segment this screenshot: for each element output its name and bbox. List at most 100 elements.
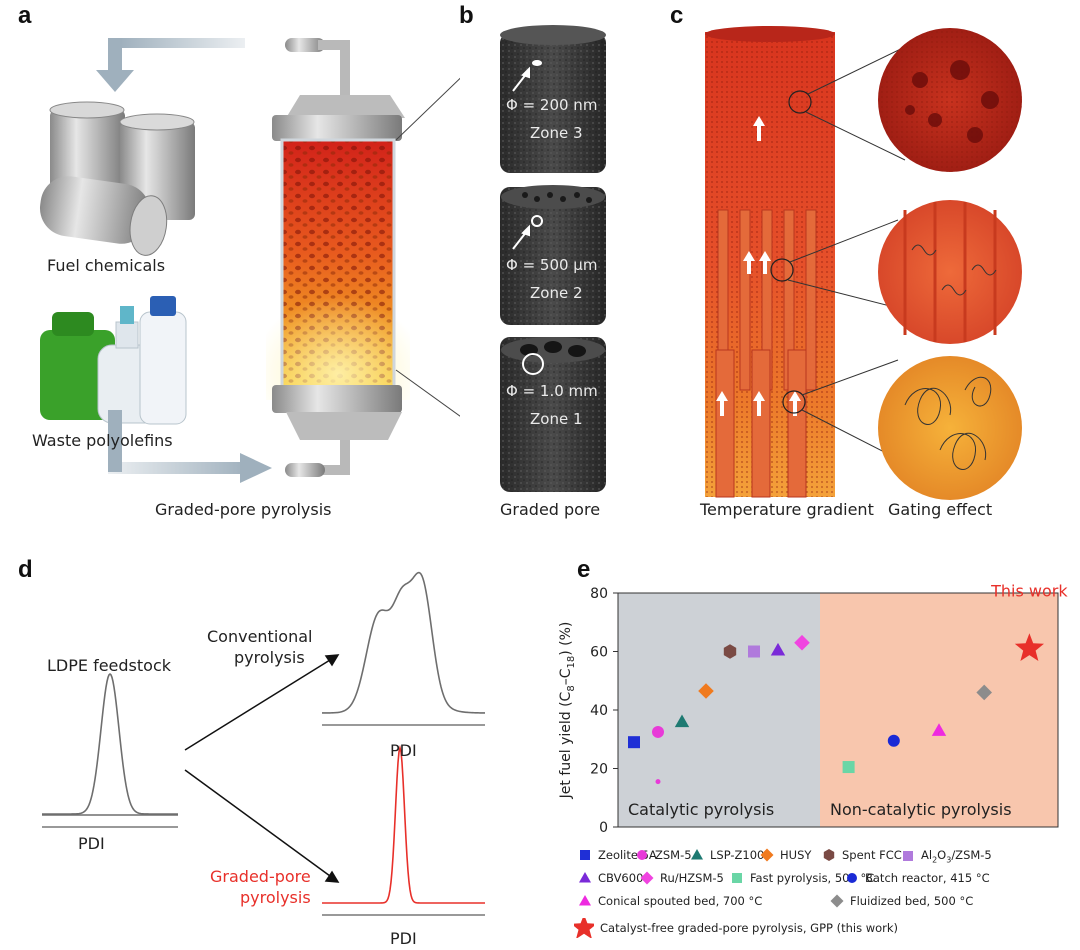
- y-tick-label-20: 20: [590, 762, 608, 778]
- legend-label: Conical spouted bed, 700 °C: [598, 894, 763, 908]
- graded-pore-caption: Graded pore: [500, 500, 601, 519]
- legend-label: Catalyst-free graded-pore pyrolysis, GPP…: [600, 921, 899, 935]
- zone2-label: Zone 2: [530, 284, 583, 302]
- graded-pore-label-2: pyrolysis: [240, 888, 311, 907]
- point-zsm-5-small: [655, 779, 661, 785]
- graded-pore-curve: [322, 744, 485, 904]
- y-tick-label-0: 0: [599, 820, 608, 836]
- point-fast-pyrolysis-500-c: [842, 761, 855, 774]
- legend-label: Fast pyrolysis, 500 °C: [750, 871, 875, 885]
- graded-pore-pyrolysis-label: Graded-pore pyrolysis: [155, 500, 332, 519]
- non-catalytic-region: [820, 593, 1058, 827]
- square-marker-icon: [732, 873, 742, 883]
- legend-item-fast-pyrolysis-500-c: Fast pyrolysis, 500 °C: [730, 871, 874, 885]
- panel-label-d: d: [18, 556, 33, 583]
- y-tick-label-60: 60: [590, 645, 608, 661]
- point-al2o3-zsm-5: [748, 645, 760, 658]
- zone1-label: Zone 1: [530, 410, 583, 428]
- panel-label-a: a: [18, 2, 32, 29]
- legend-label: Batch reactor, 415 °C: [865, 871, 990, 885]
- temperature-gradient-label: Temperature gradient: [700, 500, 874, 519]
- hexagon-marker-icon: [823, 849, 835, 861]
- legend-label: CBV600: [598, 871, 644, 885]
- triangle-marker-icon: [579, 872, 591, 883]
- point-husy: [698, 683, 714, 699]
- legend-item-ru-hzsm-5: Ru/HZSM-5: [640, 871, 724, 885]
- triangle-marker-icon: [691, 849, 703, 860]
- y-axis: 0 20 40 60 80: [590, 586, 618, 836]
- legend-item-spent-fcc: Spent FCC: [822, 848, 902, 862]
- legend-item-fluidized-bed-500-c: Fluidized bed, 500 °C: [830, 894, 973, 908]
- graded-pore-stack: [500, 25, 606, 492]
- zone3-pore-size: Φ = 200 nm: [506, 96, 598, 114]
- legend-label: LSP-Z100: [710, 848, 765, 862]
- waste-polyolefins-label: Waste polyolefins: [32, 431, 173, 450]
- star-marker-icon: [574, 918, 594, 938]
- legend-item-al2o3-zsm-5: Al2O3/ZSM-5: [901, 848, 992, 864]
- zone2-pore-size: Φ = 500 µm: [506, 256, 598, 274]
- panel-label-e: e: [577, 556, 591, 583]
- point-batch-reactor-415-c: [887, 734, 900, 747]
- legend-item-batch-reactor-415-c: Batch reactor, 415 °C: [845, 871, 990, 885]
- point-spent-fcc: [723, 644, 737, 659]
- legend-label: Ru/HZSM-5: [660, 871, 724, 885]
- gating-effect-label: Gating effect: [888, 500, 993, 519]
- legend-label: HUSY: [780, 848, 812, 862]
- point-catalyst-free-graded-pore-pyrolysis-gpp-this-work: [1014, 633, 1044, 661]
- point-cbv600: [770, 642, 786, 656]
- legend-label: Spent FCC: [842, 848, 902, 862]
- diamond-marker-icon: [830, 894, 844, 908]
- triangle-marker-icon: [579, 895, 591, 906]
- this-work-annotation: This work: [990, 582, 1068, 601]
- square-marker-icon: [580, 850, 590, 860]
- point-fluidized-bed-500-c: [976, 684, 992, 701]
- conventional-label-2: pyrolysis: [234, 648, 305, 667]
- square-marker-icon: [903, 851, 913, 862]
- legend-item-zsm-5: ZSM-5: [635, 848, 692, 862]
- legend-item-cbv600: CBV600: [578, 871, 643, 885]
- zone1-pore-size: Φ = 1.0 mm: [506, 382, 598, 400]
- panel-label-b: b: [459, 2, 474, 29]
- point-zsm-5: [652, 725, 664, 738]
- point-conical-spouted-bed-700-c: [931, 723, 947, 736]
- legend-label: ZSM-5: [655, 848, 692, 862]
- circle-marker-icon: [847, 873, 857, 883]
- y-tick-label-80: 80: [590, 586, 608, 602]
- plastic-bottles: [40, 296, 187, 425]
- legend-item-lsp-z100: LSP-Z100: [690, 848, 764, 862]
- zone3-label: Zone 3: [530, 124, 583, 142]
- circle-marker-icon: [637, 850, 647, 860]
- catalytic-region: [618, 593, 820, 827]
- non-catalytic-region-label: Non-catalytic pyrolysis: [830, 800, 1012, 819]
- jet-fuel-yield-chart: 0 20 40 60 80 Jet fuel yield (C8–C18) (%) Ca…: [558, 582, 1068, 836]
- y-axis-label: Jet fuel yield (C8–C18) (%): [558, 622, 577, 800]
- ldpe-feedstock-curve: [42, 672, 178, 815]
- diamond-marker-icon: [760, 848, 774, 862]
- ldpe-feedstock-label: LDPE feedstock: [47, 656, 172, 675]
- y-tick-label-40: 40: [590, 703, 608, 719]
- panel-a-illustration: [39, 38, 460, 483]
- legend-item-husy: HUSY: [760, 848, 811, 862]
- diamond-marker-icon: [640, 871, 654, 885]
- legend-label: Al2O3/ZSM-5: [921, 848, 992, 865]
- conventional-label-1: Conventional: [207, 627, 313, 646]
- conventional-curve: [321, 571, 486, 714]
- graded-pore-label-1: Graded-pore: [210, 867, 311, 886]
- point-zeolite-5a: [628, 736, 640, 749]
- arrow-to-conventional: [184, 659, 331, 751]
- fuel-drums: [39, 101, 195, 256]
- pdi-label-feedstock: PDI: [78, 834, 105, 853]
- legend-item-catalyst-free-graded-pore-pyrolysis-gpp-this-work: Catalyst-free graded-pore pyrolysis, GPP…: [574, 918, 898, 938]
- panel-c-illustration: [705, 26, 1022, 500]
- panel-d-diagram: [42, 571, 486, 916]
- panel-label-c: c: [670, 2, 684, 29]
- flow-arrow-bottom: [108, 410, 272, 483]
- legend-item-conical-spouted-bed-700-c: Conical spouted bed, 700 °C: [578, 894, 762, 908]
- legend-label: Fluidized bed, 500 °C: [850, 894, 974, 908]
- pdi-label-graded: PDI: [390, 929, 417, 948]
- pdi-label-conventional: PDI: [390, 741, 417, 760]
- flow-arrow-top: [96, 38, 245, 92]
- reactor: [266, 38, 410, 477]
- catalytic-region-label: Catalytic pyrolysis: [628, 800, 774, 819]
- fuel-chemicals-label: Fuel chemicals: [47, 256, 166, 275]
